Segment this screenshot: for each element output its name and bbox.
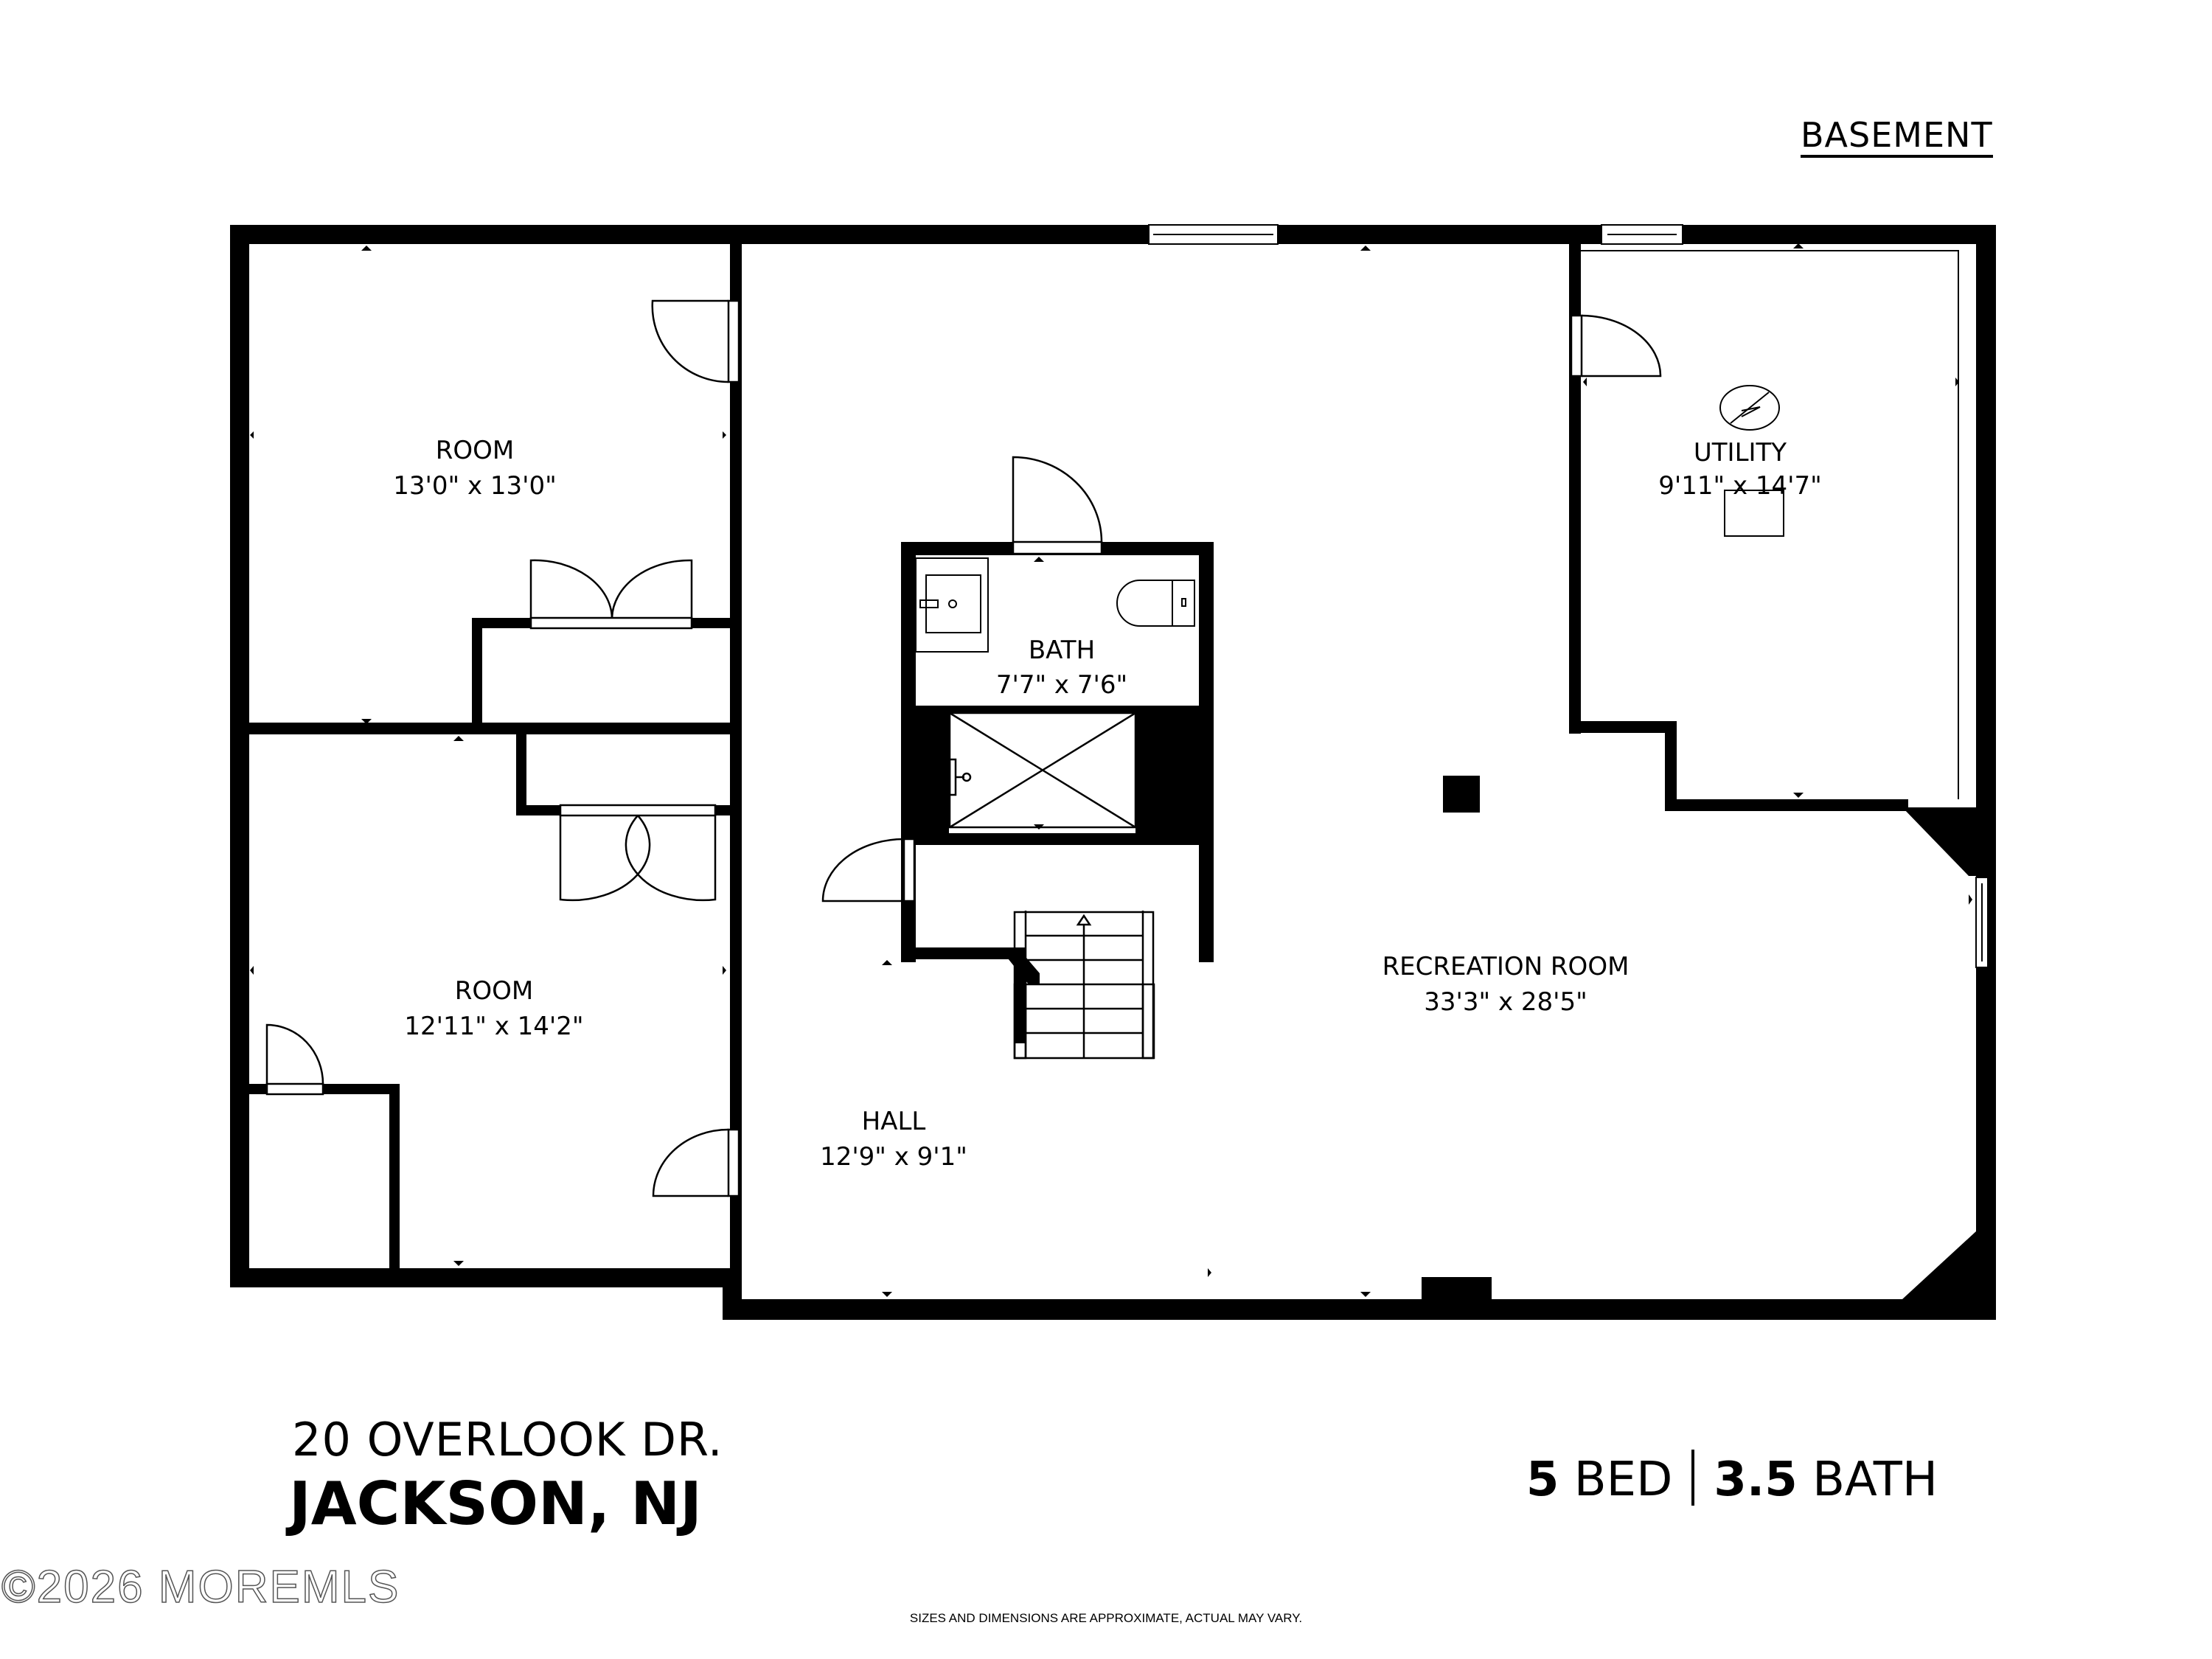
shower-icon — [948, 712, 1137, 829]
stats-divider — [1691, 1450, 1695, 1506]
bed-bath-stats: 5 BED 3.5 BATH — [1526, 1450, 1938, 1506]
address-city: JACKSON, NJ — [289, 1470, 702, 1538]
room-dimensions: 7'7" x 7'6" — [996, 670, 1127, 700]
room-dimensions: 33'3" x 28'5" — [1424, 987, 1587, 1017]
baths-count: 3.5 — [1714, 1453, 1798, 1507]
floor-label: BASEMENT — [1801, 118, 1993, 158]
room-label: BATH — [1029, 636, 1095, 665]
room-dimensions: 12'9" x 9'1" — [820, 1142, 967, 1172]
utility-inner-line — [1581, 250, 1959, 799]
room-dimensions: 13'0" x 13'0" — [393, 471, 557, 501]
room-label: HALL — [862, 1107, 926, 1136]
beds-count: 5 — [1526, 1453, 1559, 1507]
disclaimer: SIZES AND DIMENSIONS ARE APPROXIMATE, AC… — [909, 1611, 1303, 1625]
electrical-panel-icon — [1719, 385, 1780, 431]
doors — [265, 299, 1662, 1197]
sink-icon — [915, 557, 989, 653]
toilet-icon — [1116, 580, 1195, 627]
room-label: ROOM — [436, 436, 514, 465]
address-street: 20 OVERLOOK DR. — [292, 1413, 723, 1467]
stairs-up-arrow-icon — [1013, 911, 1155, 1060]
room-label: RECREATION ROOM — [1382, 952, 1630, 981]
water-heater-icon — [1724, 490, 1784, 537]
baths-label: BATH — [1812, 1453, 1938, 1507]
dimension-markers — [250, 243, 1972, 1297]
room-label: ROOM — [455, 976, 533, 1006]
windows — [1148, 224, 1989, 968]
room-dimensions: 12'11" x 14'2" — [404, 1012, 583, 1041]
beds-label: BED — [1573, 1453, 1673, 1507]
room-dimensions: 9'11" x 14'7" — [1658, 471, 1822, 501]
copyright-watermark: ©2026 MOREMLS — [1, 1562, 400, 1613]
room-label: UTILITY — [1694, 438, 1787, 467]
